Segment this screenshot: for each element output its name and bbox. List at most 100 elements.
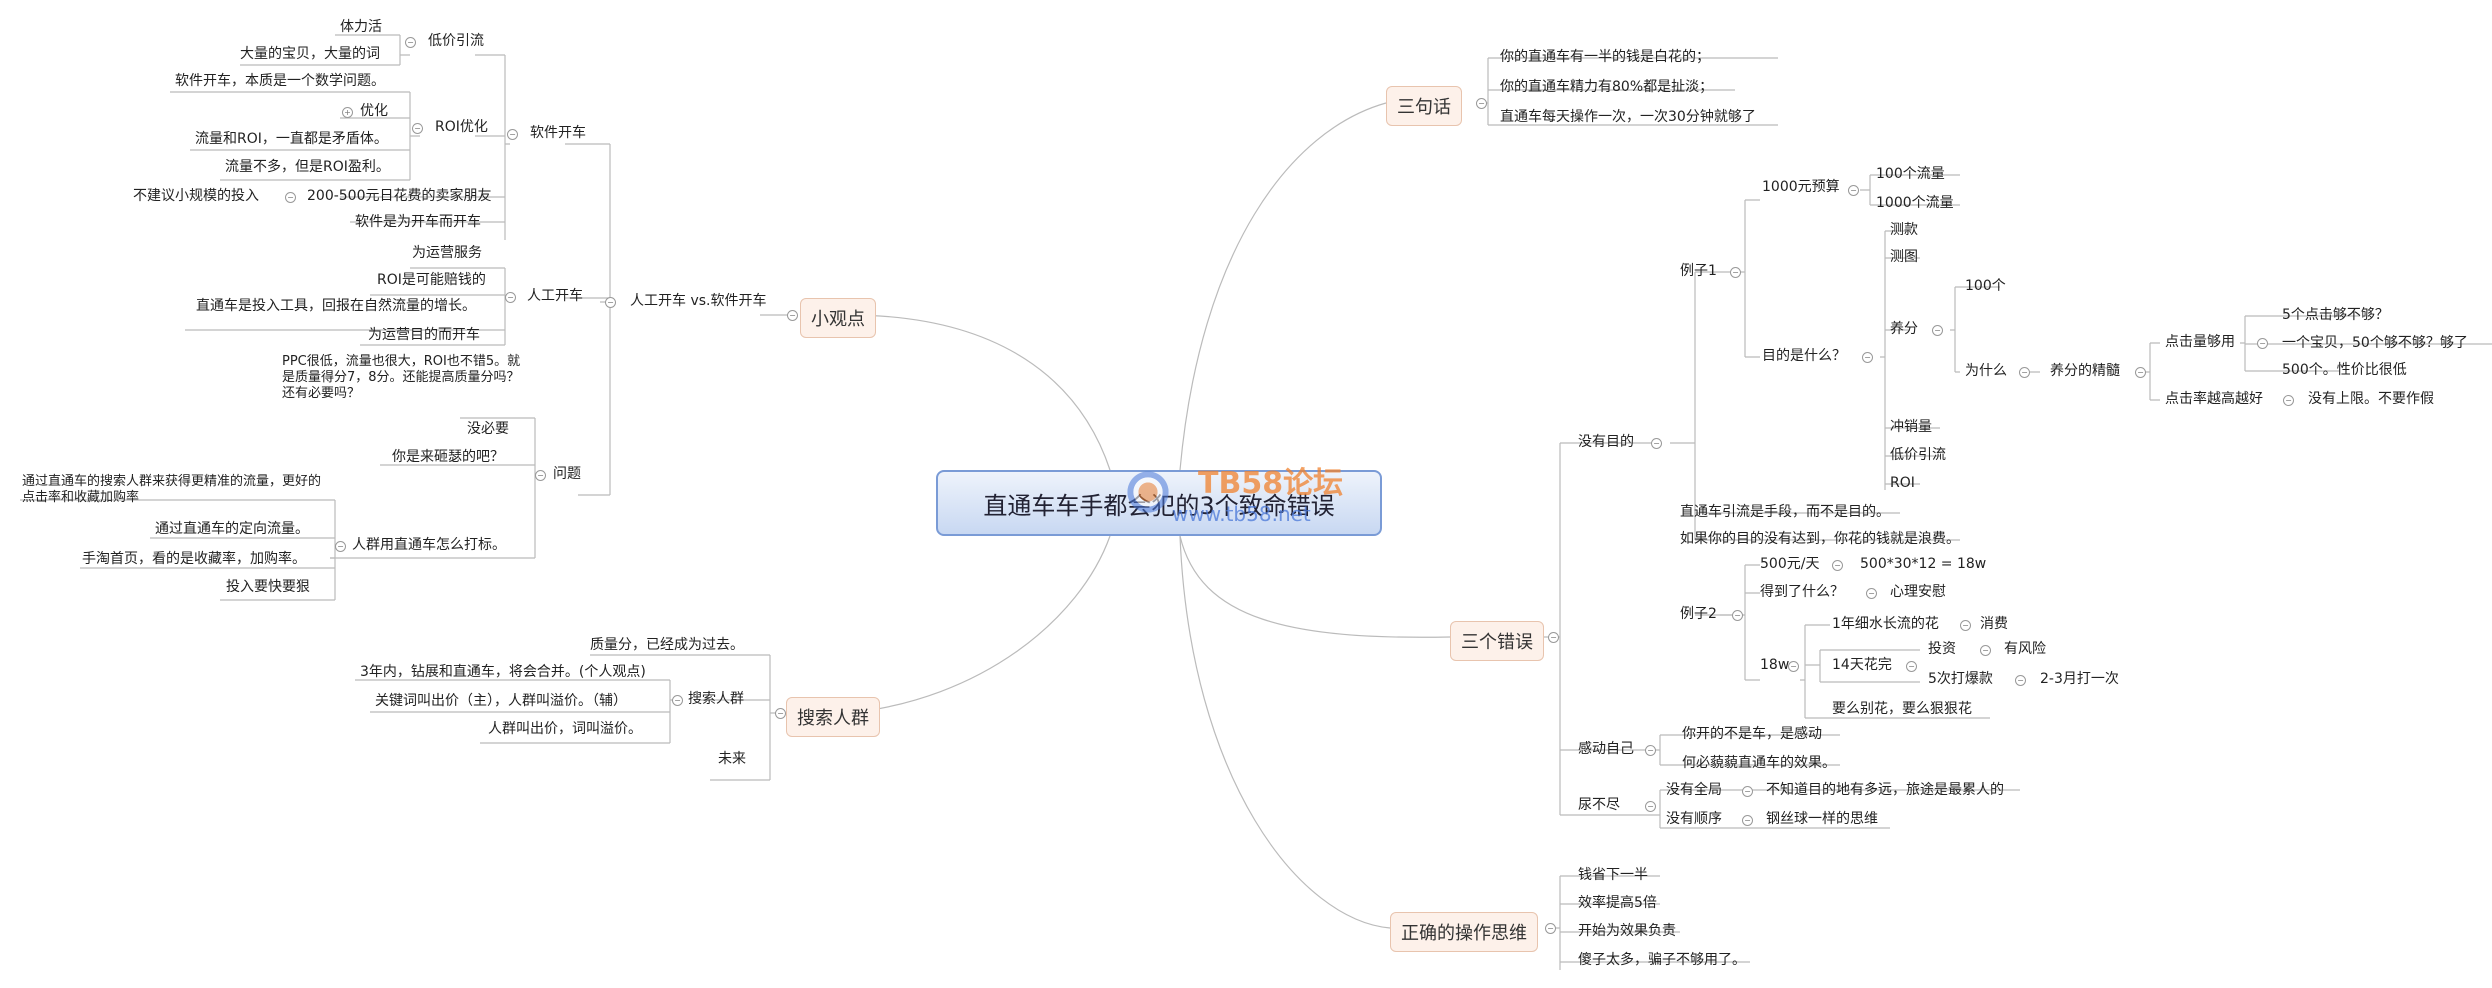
- sentence-3[interactable]: 直通车每天操作一次，一次30分钟就够了: [1500, 109, 1756, 125]
- collapse-toggle[interactable]: −: [1866, 588, 1877, 599]
- node-waste[interactable]: 如果你的目的没有达到，你花的钱就是浪费。: [1680, 531, 1960, 547]
- node-flow1000[interactable]: 1000个流量: [1876, 195, 1954, 211]
- collapse-toggle[interactable]: −: [1476, 98, 1487, 109]
- collapse-toggle[interactable]: −: [1980, 645, 1991, 656]
- collapse-toggle[interactable]: +: [342, 107, 353, 118]
- node-purpose[interactable]: 目的是什么？: [1762, 348, 1846, 364]
- node-math[interactable]: 软件开车，本质是一个数学问题。: [175, 73, 385, 89]
- collapse-toggle[interactable]: −: [672, 695, 683, 706]
- topic-three-errors[interactable]: 三个错误: [1450, 621, 1544, 661]
- node-why[interactable]: 为什么: [1965, 363, 2007, 379]
- node-risky[interactable]: 有风险: [2004, 641, 2046, 657]
- node-ppc-low[interactable]: PPC很低，流量也很大，ROI也不错5。就是质量得分7，8分。还能提高质量分吗？…: [282, 354, 521, 401]
- node-no-overview[interactable]: 没有全局: [1666, 782, 1722, 798]
- node-soft[interactable]: 软件开车: [530, 125, 586, 141]
- collapse-toggle[interactable]: −: [335, 541, 346, 552]
- node-invest[interactable]: 投资: [1928, 641, 1956, 657]
- node-are-you-trolling[interactable]: 你是来砸瑟的吧？: [392, 449, 504, 465]
- node-roi-loss[interactable]: ROI是可能赔钱的: [377, 272, 486, 288]
- collapse-toggle[interactable]: −: [605, 297, 616, 308]
- sentence-2[interactable]: 你的直通车精力有80%都是扯淡；: [1500, 79, 1714, 95]
- collapse-toggle[interactable]: −: [1732, 610, 1743, 621]
- collapse-toggle[interactable]: −: [1730, 267, 1741, 278]
- collapse-toggle[interactable]: −: [1832, 560, 1843, 571]
- collapse-toggle[interactable]: −: [1645, 745, 1656, 756]
- topic-search-crowd[interactable]: 搜索人群: [786, 697, 880, 737]
- node-invest-tool[interactable]: 直通车是投入工具，回报在自然流量的增长。: [196, 298, 476, 314]
- node-why-bother[interactable]: 何必藐藐直通车的效果。: [1682, 755, 1836, 771]
- node-not-car[interactable]: 你开的不是车，是感动: [1682, 726, 1822, 742]
- collapse-toggle[interactable]: −: [1645, 801, 1656, 812]
- node-manual-vs-soft[interactable]: 人工开车 vs.软件开车: [630, 293, 767, 309]
- collapse-toggle[interactable]: −: [1651, 438, 1662, 449]
- collapse-toggle[interactable]: −: [2015, 675, 2026, 686]
- collapse-toggle[interactable]: −: [2257, 338, 2268, 349]
- node-two-three-months[interactable]: 2-3月打一次: [2040, 671, 2119, 687]
- node-calc[interactable]: 500*30*12 = 18w: [1860, 556, 1987, 572]
- node-no-order[interactable]: 没有顺序: [1666, 811, 1722, 827]
- node-dont-spend[interactable]: 要么别花，要么狠狠花: [1832, 701, 1972, 717]
- node-nurture[interactable]: 养分: [1890, 321, 1918, 337]
- node-future[interactable]: 未来: [718, 751, 746, 767]
- collapse-toggle[interactable]: −: [1960, 620, 1971, 631]
- node-budget-range[interactable]: 200-500元日花费的卖家朋友: [307, 188, 492, 204]
- node-mass[interactable]: 大量的宝贝，大量的词: [240, 46, 380, 62]
- node-flow100[interactable]: 100个流量: [1876, 166, 1945, 182]
- node-low-price[interactable]: 低价引流: [1890, 447, 1946, 463]
- correct-item-1[interactable]: 钱省下一半: [1578, 867, 1648, 883]
- node-crowd-tips[interactable]: 人群用直通车怎么打标。: [352, 537, 506, 553]
- node-test-product[interactable]: 测款: [1890, 222, 1918, 238]
- topic-correct-thinking[interactable]: 正确的操作思维: [1390, 912, 1538, 952]
- collapse-toggle[interactable]: −: [1742, 815, 1753, 826]
- collapse-toggle[interactable]: −: [1548, 632, 1559, 643]
- node-18w[interactable]: 18w: [1760, 657, 1790, 673]
- collapse-toggle[interactable]: −: [405, 37, 416, 48]
- node-for-driving[interactable]: 软件是为开车而开车: [355, 214, 481, 230]
- collapse-toggle[interactable]: −: [1545, 923, 1556, 934]
- node-consume[interactable]: 消费: [1980, 616, 2008, 632]
- node-year-flow[interactable]: 1年细水长流的花: [1832, 616, 1939, 632]
- node-sales-boost[interactable]: 冲销量: [1890, 419, 1932, 435]
- node-fourteen-days[interactable]: 14天花完: [1832, 657, 1892, 673]
- node-search-crowd-sub[interactable]: 搜索人群: [688, 691, 744, 707]
- correct-item-3[interactable]: 开始为效果负责: [1578, 923, 1676, 939]
- collapse-toggle[interactable]: −: [1932, 325, 1943, 336]
- node-quality-past[interactable]: 质量分，已经成为过去。: [590, 637, 744, 653]
- node-far-goal[interactable]: 不知道目的地有多远，旅途是最累人的: [1766, 782, 2004, 798]
- collapse-toggle[interactable]: −: [1788, 661, 1799, 672]
- node-question[interactable]: 问题: [553, 466, 581, 482]
- node-no-limit[interactable]: 没有上限。不要作假: [2308, 391, 2434, 407]
- topic-small-view[interactable]: 小观点: [800, 298, 876, 338]
- node-five-times[interactable]: 5次打爆款: [1928, 671, 1993, 687]
- collapse-toggle[interactable]: −: [505, 292, 516, 303]
- node-serve-ops[interactable]: 为运营服务: [412, 245, 482, 261]
- collapse-toggle[interactable]: −: [535, 470, 546, 481]
- collapse-toggle[interactable]: −: [507, 129, 518, 140]
- node-conflict[interactable]: 流量和ROI，一直都是矛盾体。: [195, 131, 388, 147]
- node-roi[interactable]: ROI: [1890, 475, 1915, 491]
- node-one-product[interactable]: 一个宝贝，50个够不够？够了: [2282, 335, 2468, 351]
- node-ctr-higher[interactable]: 点击率越高越好: [2165, 391, 2263, 407]
- node-test-image[interactable]: 测图: [1890, 249, 1918, 265]
- node-per-day[interactable]: 500元/天: [1760, 556, 1820, 572]
- node-example2[interactable]: 例子2: [1680, 606, 1717, 622]
- collapse-toggle[interactable]: −: [1906, 661, 1917, 672]
- correct-item-2[interactable]: 效率提高5倍: [1578, 895, 1657, 911]
- node-five-hundred[interactable]: 500个。性价比很低: [2282, 362, 2407, 378]
- node-five-clicks[interactable]: 5个点击够不够？: [2282, 307, 2389, 323]
- node-mobile-home[interactable]: 手淘首页，看的是收藏率，加购率。: [82, 551, 306, 567]
- node-fast-accurate[interactable]: 投入要快要狠: [226, 579, 310, 595]
- node-no-need[interactable]: 没必要: [467, 421, 509, 437]
- node-no-goal[interactable]: 没有目的: [1578, 434, 1634, 450]
- node-got-what[interactable]: 得到了什么？: [1760, 584, 1844, 600]
- node-hundred[interactable]: 100个: [1965, 278, 2006, 294]
- collapse-toggle[interactable]: −: [1742, 786, 1753, 797]
- node-clicks-enough[interactable]: 点击量够用: [2165, 334, 2235, 350]
- node-budget[interactable]: 1000元预算: [1762, 179, 1840, 195]
- node-physical[interactable]: 体力活: [340, 19, 382, 35]
- collapse-toggle[interactable]: −: [2135, 367, 2146, 378]
- collapse-toggle[interactable]: −: [1848, 185, 1859, 196]
- collapse-toggle[interactable]: −: [2283, 395, 2294, 406]
- node-three-years[interactable]: 3年内，钻展和直通车，将会合并。(个人观点): [360, 664, 646, 680]
- node-nurture-essence[interactable]: 养分的精髓: [2050, 363, 2120, 379]
